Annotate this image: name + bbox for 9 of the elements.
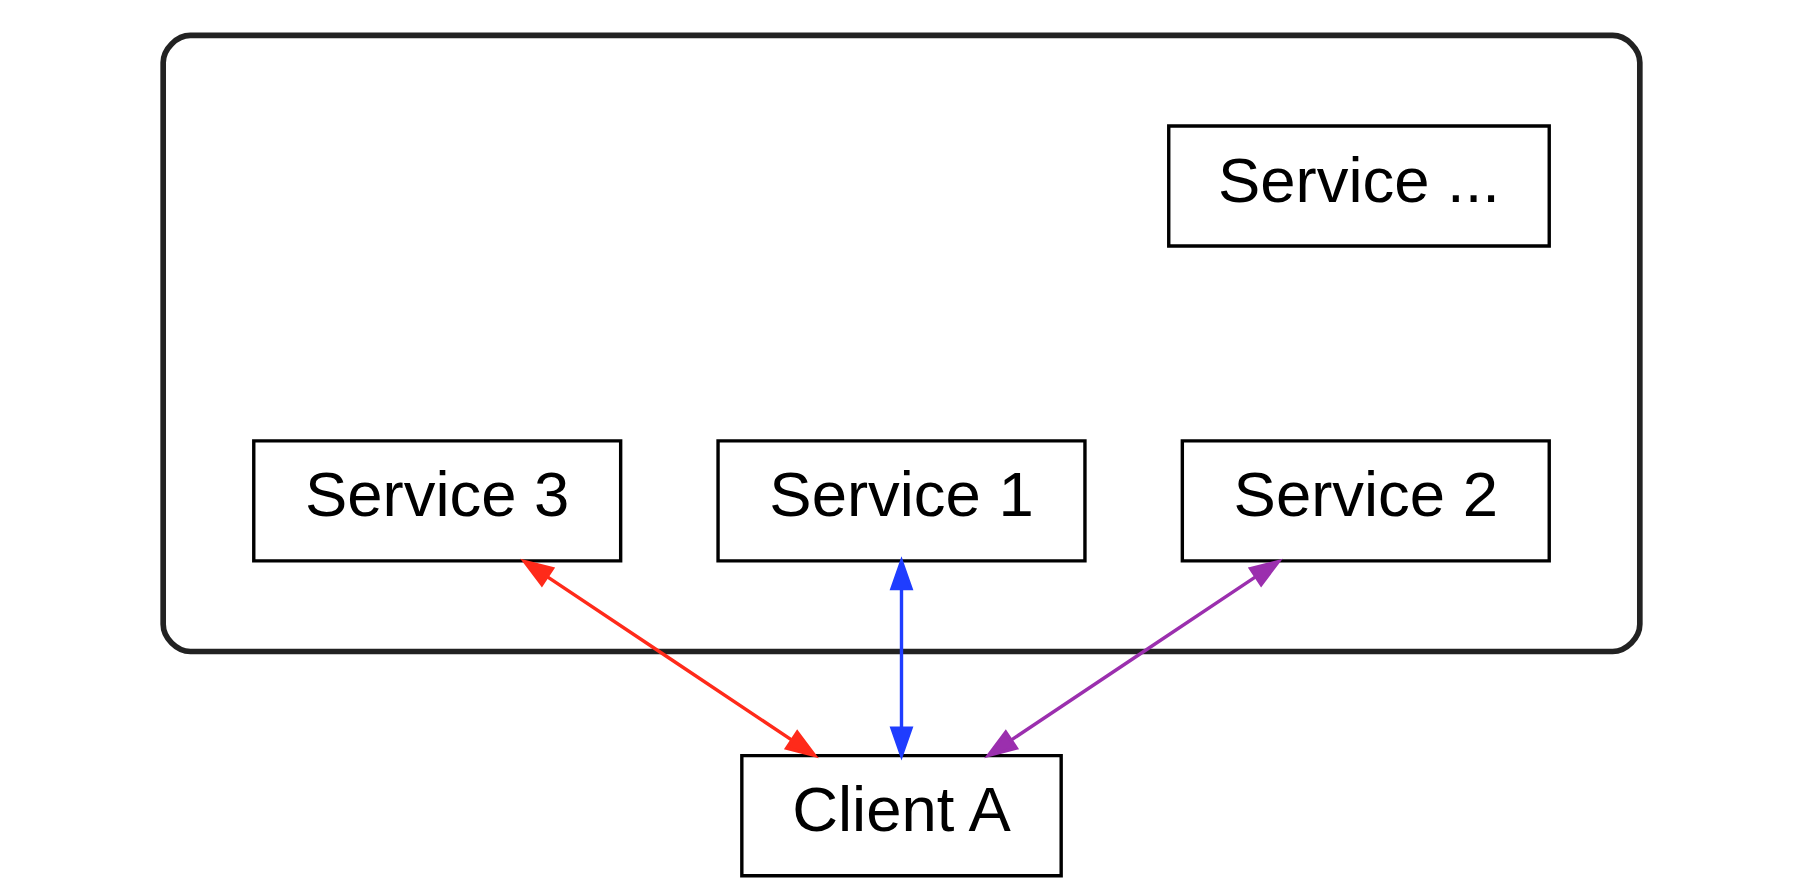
node-box: Service ... <box>1167 124 1551 248</box>
node-box: Service 3 <box>252 439 623 563</box>
arrow <box>889 556 914 761</box>
node-box: Service 2 <box>1180 439 1551 563</box>
arrow <box>520 558 819 759</box>
node-box: Service 1 <box>716 439 1087 563</box>
cluster <box>160 32 1643 655</box>
node-box: Client A <box>740 753 1063 878</box>
arrow <box>984 558 1283 759</box>
